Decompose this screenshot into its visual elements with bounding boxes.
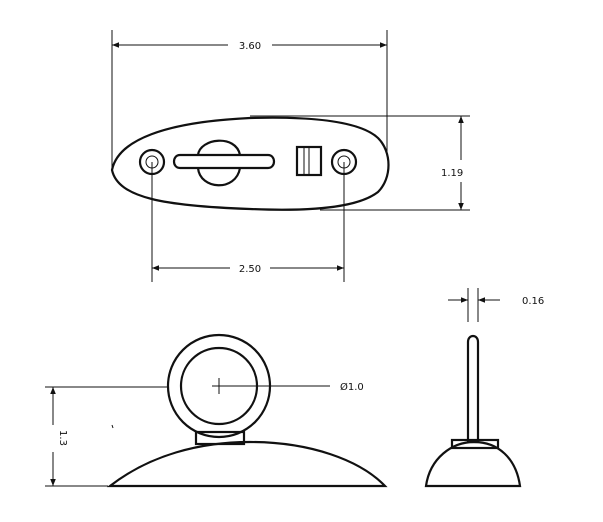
side-collar	[450, 438, 500, 450]
front-view: Ø1.0 1.3	[45, 333, 388, 488]
top-view: 3.60 1.19 2.50	[110, 30, 470, 282]
pin-bar	[172, 153, 276, 170]
dim-height: 1.19	[441, 168, 463, 179]
dim-hole-spacing: 2.50	[239, 264, 261, 275]
central-boss	[196, 139, 242, 187]
dim-overall-length: 3.60	[239, 41, 261, 52]
side-dome	[424, 440, 522, 488]
side-pin	[466, 334, 480, 444]
plate-outline	[110, 116, 390, 211]
dim-ring-diameter: Ø1.0	[340, 381, 364, 393]
dome-base	[106, 440, 388, 488]
dim-pin-width: 0.16	[522, 296, 544, 307]
side-view: 0.16	[424, 288, 544, 488]
dim-side-height: 1.3	[57, 430, 68, 446]
